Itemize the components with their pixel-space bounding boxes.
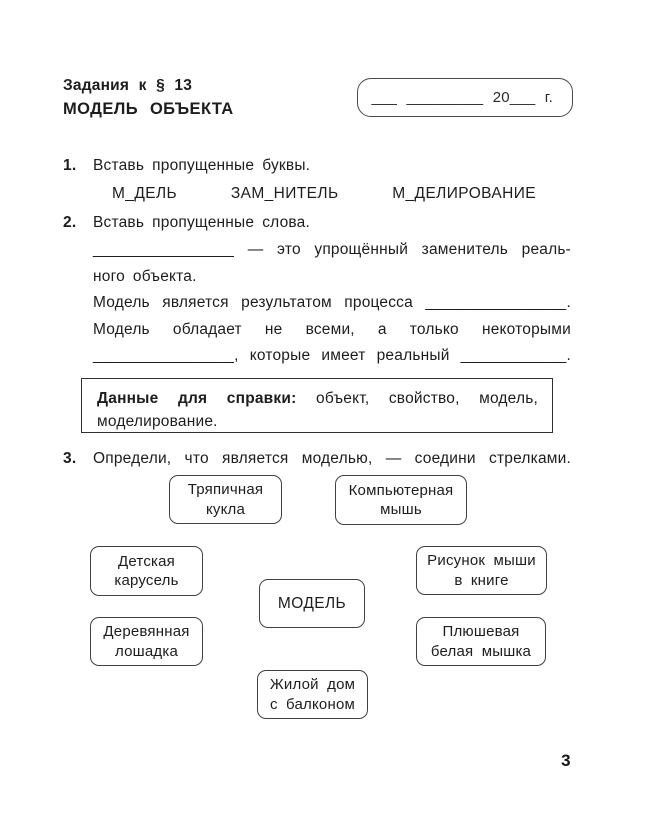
- task3-instruction: Определи, что является моделью, — соедин…: [93, 450, 571, 467]
- diagram-box-label: Тряпичная: [187, 481, 264, 498]
- task2-number: 2.: [63, 214, 77, 231]
- section-subtitle: Задания к § 13: [63, 77, 193, 94]
- diagram-box-label: карусель: [114, 572, 179, 589]
- diagram-box-label: Деревянная: [103, 623, 190, 640]
- page-number: 3: [561, 751, 571, 770]
- task2-fill-in-text: ________________ — это упрощённый замени…: [93, 237, 571, 370]
- reference-box: Данные для справки: объект, свойство, мо…: [81, 378, 553, 433]
- task1-words-row: М_ДЕЛЬ ЗАМ_НИТЕЛЬ М_ДЕЛИРОВАНИЕ: [112, 185, 536, 203]
- diagram-box-mouse-drawing: Рисунок мыши в книге: [416, 546, 547, 595]
- task2-line: Модель обладает не всеми, а только некот…: [93, 320, 571, 338]
- reference-line-2: моделирование.: [97, 412, 218, 430]
- task2-instruction: Вставь пропущенные слова.: [93, 214, 310, 231]
- diagram-box-label: с балконом: [269, 695, 356, 713]
- diagram-box-house: Жилой дом с балконом: [257, 670, 368, 719]
- page-title: МОДЕЛЬ ОБЪЕКТА: [63, 100, 234, 118]
- word-with-blank-modelirovanie: М_ДЕЛИРОВАНИЕ: [392, 185, 536, 202]
- word-with-blank-zamenitel: ЗАМ_НИТЕЛЬ: [230, 185, 339, 202]
- diagram-box-label: Компьютерная: [348, 481, 454, 499]
- diagram-box-label: белая мышка: [430, 642, 532, 660]
- date-field-blanks: ___ _________ 20___ г.: [371, 89, 553, 106]
- task2-line: ________________, которые имеет реальный…: [93, 347, 571, 364]
- reference-line-1: Данные для справки: объект, свойство, мо…: [97, 388, 538, 411]
- task2-line: Модель является результатом процесса ___…: [93, 294, 571, 311]
- diagram-box-label: Детская: [118, 552, 175, 570]
- diagram-box-rag-doll: Тряпичная кукла: [169, 475, 282, 524]
- date-field: ___ _________ 20___ г.: [357, 78, 573, 117]
- reference-label: Данные для справки:: [97, 390, 297, 407]
- diagram-box-label: мышь: [380, 501, 422, 518]
- diagram-box-label: в книге: [454, 571, 509, 589]
- diagram-box-label: кукла: [205, 500, 246, 518]
- diagram-box-label: Плюшевая: [442, 623, 520, 640]
- diagram-box-label: Рисунок мыши: [427, 552, 536, 569]
- word-with-blank-model: М_ДЕЛЬ: [112, 185, 178, 202]
- diagram-box-computer-mouse: Компьютерная мышь: [335, 475, 467, 525]
- task1-instruction: Вставь пропущенные буквы.: [93, 157, 311, 174]
- diagram-box-model-center: МОДЕЛЬ: [259, 579, 365, 628]
- reference-words: объект, свойство, модель,: [316, 390, 539, 407]
- task3-number: 3.: [63, 450, 77, 467]
- diagram-box-label: Жилой дом: [269, 676, 356, 693]
- task1-number: 1.: [63, 157, 77, 174]
- diagram-box-wooden-horse: Деревянная лошадка: [90, 617, 203, 666]
- diagram-box-label: МОДЕЛЬ: [277, 594, 347, 612]
- diagram-box-carousel: Детская карусель: [90, 546, 203, 596]
- task2-line: ного объекта.: [93, 267, 197, 285]
- diagram-box-plush-mouse: Плюшевая белая мышка: [416, 617, 546, 666]
- task2-line: ________________ — это упрощённый замени…: [93, 241, 571, 258]
- diagram-box-label: лошадка: [114, 642, 179, 660]
